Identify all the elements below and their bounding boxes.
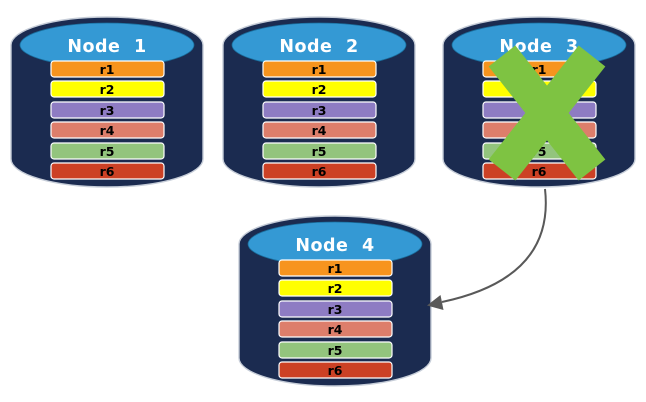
record-label-r1: r1	[328, 261, 343, 276]
arrowhead-icon	[427, 295, 444, 310]
node-title: Node 2	[279, 37, 358, 57]
record-label-r6: r6	[532, 164, 547, 179]
record-label-r6: r6	[312, 164, 327, 179]
database-node-2: Node 2 r1 r2 r3 r4 r5 r6	[221, 13, 417, 191]
node-title: Node 1	[67, 37, 146, 57]
record-list: r1 r2 r3 r4 r5 r6	[50, 60, 165, 180]
record-bar-r1	[262, 60, 377, 78]
record-label-r1: r1	[100, 62, 115, 77]
record-bar-r6	[50, 162, 165, 180]
record-label-r3: r3	[312, 103, 327, 118]
record-label-r5: r5	[312, 144, 327, 159]
record-label-r4: r4	[100, 123, 115, 138]
record-label-r6: r6	[328, 363, 343, 378]
record-bar-r3	[278, 300, 393, 318]
record-bar-r5	[278, 341, 393, 359]
record-bar-r4	[262, 121, 377, 139]
record-bar-r6	[262, 162, 377, 180]
replication-arrow	[427, 188, 547, 310]
database-node-1: Node 1 r1 r2 r3 r4 r5 r6	[9, 13, 205, 191]
database-cylinder-icon: Node 1 r1 r2 r3 r4 r5 r6	[10, 16, 204, 188]
record-label-r3: r3	[100, 103, 115, 118]
record-label-r3: r3	[328, 302, 343, 317]
record-bar-r5	[50, 142, 165, 160]
record-bar-r2	[278, 279, 393, 297]
record-list: r1 r2 r3 r4 r5 r6	[278, 259, 393, 379]
record-label-r2: r2	[328, 281, 343, 296]
failure-x-icon	[488, 45, 606, 181]
record-label-r4: r4	[312, 123, 327, 138]
record-bar-r3	[50, 101, 165, 119]
database-node-4: Node 4 r1 r2 r3 r4 r5 r6	[237, 212, 433, 390]
record-bar-r6	[278, 361, 393, 379]
database-cylinder-icon: Node 4 r1 r2 r3 r4 r5 r6	[238, 215, 432, 387]
record-bar-r1	[50, 60, 165, 78]
node-title: Node 4	[295, 236, 374, 256]
record-bar-r4	[50, 121, 165, 139]
record-bar-r5	[262, 142, 377, 160]
record-bar-r2	[262, 80, 377, 98]
record-label-r5: r5	[328, 343, 343, 358]
record-bar-r1	[278, 259, 393, 277]
record-label-r2: r2	[312, 82, 327, 97]
record-label-r4: r4	[328, 322, 343, 337]
record-label-r6: r6	[100, 164, 115, 179]
record-bar-r4	[278, 320, 393, 338]
record-label-r5: r5	[100, 144, 115, 159]
database-cylinder-icon: Node 2 r1 r2 r3 r4 r5 r6	[222, 16, 416, 188]
x-stroke-2	[488, 45, 606, 181]
record-label-r1: r1	[312, 62, 327, 77]
record-bar-r2	[50, 80, 165, 98]
record-label-r2: r2	[100, 82, 115, 97]
record-bar-r3	[262, 101, 377, 119]
record-list: r1 r2 r3 r4 r5 r6	[262, 60, 377, 180]
arrow-curve	[441, 188, 547, 303]
